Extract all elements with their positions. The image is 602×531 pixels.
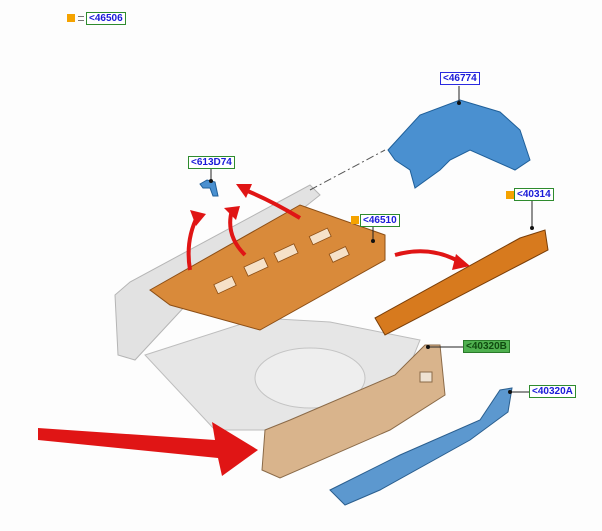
rear-panel-40320B bbox=[261, 344, 446, 479]
rear-panel-40320A bbox=[329, 387, 513, 506]
label-40314[interactable]: <40314 bbox=[514, 188, 554, 201]
label-613D74[interactable]: <613D74 bbox=[188, 156, 235, 169]
cross-member-40314 bbox=[374, 229, 549, 336]
label-46510[interactable]: <46510 bbox=[360, 214, 400, 227]
bracket-613D74 bbox=[199, 179, 219, 197]
label-46506[interactable]: <46506 bbox=[86, 12, 126, 25]
spare-wheel-well bbox=[254, 347, 366, 409]
label-40320B[interactable]: <40320B bbox=[463, 340, 510, 353]
label-40320A[interactable]: <40320A bbox=[529, 385, 576, 398]
marker-icon bbox=[351, 216, 359, 224]
marker-icon bbox=[67, 14, 75, 22]
bracket-46774 bbox=[387, 99, 531, 189]
marker-icon bbox=[506, 191, 514, 199]
equals-icon bbox=[78, 16, 84, 21]
big-red-arrow bbox=[38, 422, 258, 476]
label-46774[interactable]: <46774 bbox=[440, 72, 480, 85]
